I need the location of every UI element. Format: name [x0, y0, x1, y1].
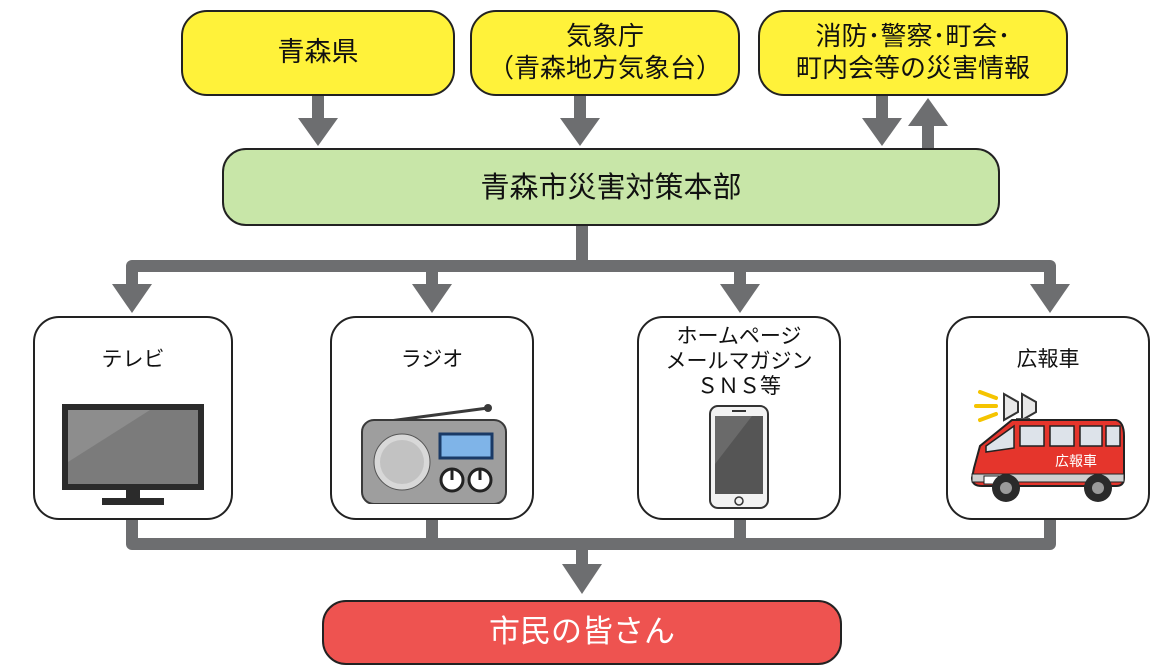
arrow-hq-to-local	[908, 98, 948, 126]
smartphone-icon	[709, 405, 769, 509]
source-prefecture-label: 青森県	[277, 37, 359, 69]
source-jma-line1: 気象庁	[565, 21, 644, 52]
media-pr-car-label: 広報車	[1016, 347, 1080, 371]
disaster-hq-label: 青森市災害対策本部	[480, 169, 742, 204]
arrow-to-tv	[112, 284, 152, 313]
media-web-label: ホームページ メールマガジン ＳＮＳ等	[665, 324, 813, 399]
disaster-hq: 青森市災害対策本部	[222, 148, 1000, 226]
source-jma-line2: （青森地方気象台）	[487, 54, 722, 84]
citizens: 市民の皆さん	[322, 600, 842, 665]
arrow-to-radio	[412, 284, 452, 313]
source-local-info: 消防･警察･町会･ 町内会等の災害情報	[758, 10, 1068, 96]
source-prefecture: 青森県	[181, 10, 455, 96]
source-jma: 気象庁 （青森地方気象台）	[470, 10, 740, 96]
arrow-prefecture-to-hq	[298, 118, 338, 146]
arrow-local-to-hq	[862, 118, 902, 146]
arrow-to-web	[720, 284, 760, 313]
arrow-to-prcar	[1030, 284, 1070, 313]
media-radio-label: ラジオ	[400, 347, 464, 371]
arrow-jma-to-hq	[560, 118, 600, 146]
pr-car-icon: 広報車	[970, 390, 1125, 502]
citizens-label: 市民の皆さん	[489, 614, 675, 651]
pr-car-body-text: 広報車	[1055, 453, 1097, 470]
radio-icon	[361, 404, 507, 504]
source-local-line2: 町内会等の災害情報	[795, 54, 1030, 84]
media-tv-label: テレビ	[101, 347, 165, 371]
arrow-to-citizens	[562, 564, 602, 594]
television-icon	[62, 404, 204, 505]
source-local-line1: 消防･警察･町会･	[815, 21, 1011, 52]
